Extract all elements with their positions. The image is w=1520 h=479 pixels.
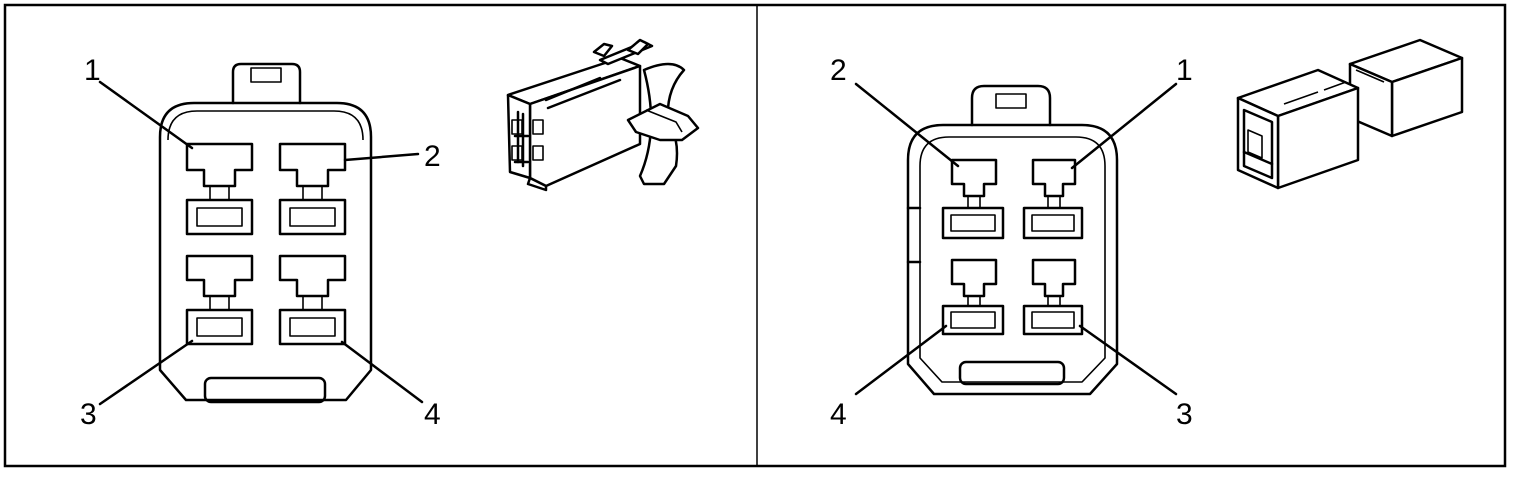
- right-connector-face: [906, 84, 1119, 396]
- left-pin-label-2: 2: [424, 140, 441, 173]
- left-pin-label-4: 4: [424, 398, 441, 431]
- right-leader-1: [1070, 82, 1178, 170]
- right-pin-label-4: 4: [830, 398, 847, 431]
- right-pin-label-1: 1: [1176, 54, 1193, 87]
- right-connector-isometric: [1236, 38, 1464, 190]
- left-connector-face: [158, 62, 373, 404]
- right-leader-4: [854, 324, 948, 396]
- left-leader-3: [98, 339, 194, 406]
- left-terminal-2: [278, 142, 347, 236]
- right-leader-3: [1078, 324, 1178, 396]
- right-pin-label-2: 2: [830, 54, 847, 87]
- left-terminal-3: [185, 254, 254, 346]
- left-leader-1: [98, 80, 194, 150]
- right-terminal-4: [941, 258, 1005, 336]
- right-terminal-3: [1022, 258, 1084, 336]
- left-pin-label-1: 1: [84, 54, 101, 87]
- right-terminal-2: [941, 158, 1005, 240]
- diagram-frame: [3, 3, 1507, 468]
- left-panel: 1 2 3 4: [80, 38, 700, 431]
- left-leader-2: [343, 152, 420, 162]
- left-terminal-4: [278, 254, 347, 346]
- right-leader-2: [854, 82, 960, 168]
- left-connector-isometric: [506, 38, 700, 192]
- left-pin-label-3: 3: [80, 398, 97, 431]
- right-panel: 2 1 4 3: [830, 38, 1464, 431]
- right-terminal-1: [1022, 158, 1084, 240]
- left-leader-4: [340, 340, 424, 404]
- right-pin-label-3: 3: [1176, 398, 1193, 431]
- left-terminal-1: [185, 142, 254, 236]
